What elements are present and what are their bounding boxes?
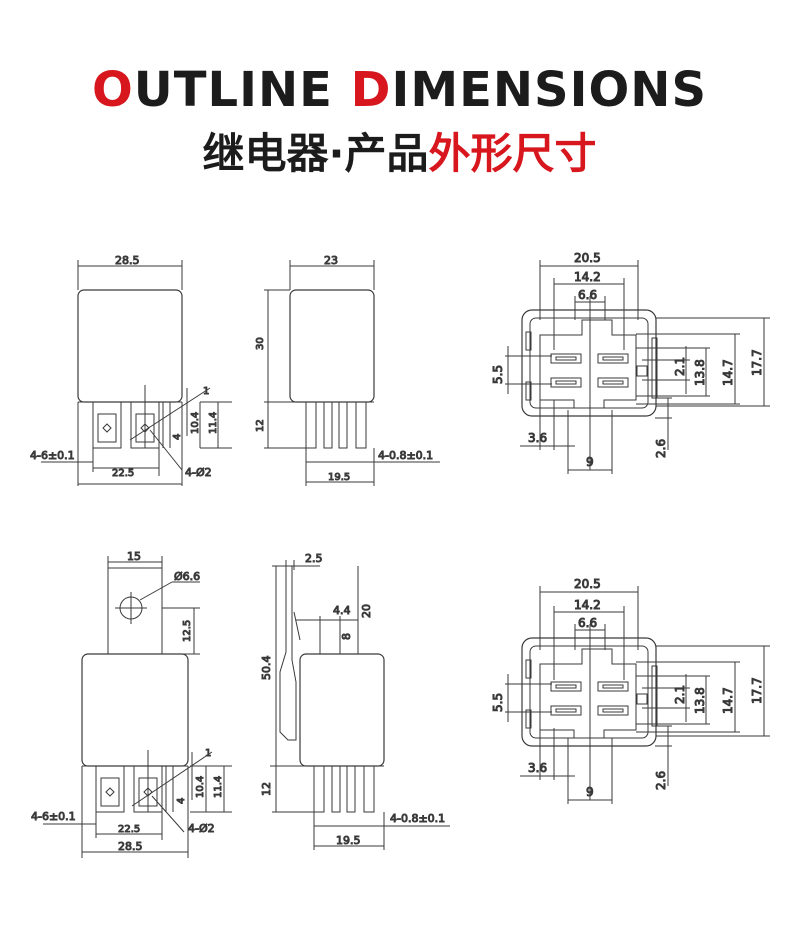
front-view-top bbox=[41, 260, 232, 486]
side-bottom-thk-label: 2.5 bbox=[305, 552, 323, 565]
socket-bottom-h1-label: 5.5 bbox=[491, 693, 505, 712]
side-bottom-total-label: 50.4 bbox=[260, 656, 273, 681]
socket-bottom-w1-label: 20.5 bbox=[574, 577, 601, 591]
side-top-width-label: 23 bbox=[324, 254, 338, 267]
front-top-114-label: 11.4 bbox=[208, 412, 219, 434]
socket-bottom-h2-label: 2.1 bbox=[673, 685, 687, 704]
title-english: OUTLINE DIMENSIONS bbox=[91, 62, 708, 118]
socket-top-d2-label: 9 bbox=[586, 455, 594, 469]
front-bottom-hole-label: Ø6.6 bbox=[174, 570, 200, 583]
front-top-width-label: 28.5 bbox=[115, 254, 140, 267]
socket-top-h3-label: 13.8 bbox=[693, 359, 707, 386]
socket-top-h4-label: 14.7 bbox=[721, 359, 735, 386]
side-bottom-gap-label: 8 bbox=[340, 633, 353, 640]
socket-bottom-h5-label: 17.7 bbox=[750, 677, 764, 704]
socket-bottom-w2-label: 14.2 bbox=[574, 598, 601, 612]
front-bottom-104-label: 10.4 bbox=[195, 776, 206, 798]
title-chinese: 继电器·产品外形尺寸 bbox=[202, 129, 597, 178]
side-top-pintol-label: 4-0.8±0.1 bbox=[378, 449, 433, 462]
side-view-bottom bbox=[270, 560, 450, 850]
side-top-pinlen-label: 12 bbox=[255, 419, 266, 432]
socket-top-w2-label: 14.2 bbox=[574, 270, 601, 284]
front-bottom-tabh-label: 12.5 bbox=[182, 620, 193, 642]
front-top-1-label: 1 bbox=[203, 386, 209, 397]
socket-top-w3-label: 6.6 bbox=[578, 288, 597, 302]
front-top-pitch-label: 22.5 bbox=[112, 468, 134, 479]
socket-bottom-d1-label: 3.6 bbox=[528, 761, 547, 775]
front-top-104-label: 10.4 bbox=[190, 412, 201, 434]
front-bottom-holes-label: 4-Ø2 bbox=[188, 822, 215, 835]
front-bottom-1-label: 1 bbox=[205, 748, 211, 759]
front-top-pin-tol-label: 4-6±0.1 bbox=[30, 449, 75, 462]
side-view-top bbox=[264, 260, 440, 486]
front-top-hole-label: 4-Ø2 bbox=[185, 466, 212, 479]
front-bottom-width-label: 28.5 bbox=[118, 840, 143, 853]
side-bottom-off-label: 4.4 bbox=[333, 604, 351, 617]
side-top-base-label: 19.5 bbox=[328, 472, 350, 483]
side-bottom-base-label: 19.5 bbox=[336, 834, 361, 847]
front-bottom-tabw-label: 15 bbox=[127, 550, 141, 563]
front-bottom-4-label: 4 bbox=[176, 798, 187, 804]
socket-bottom-h4-label: 14.7 bbox=[721, 687, 735, 714]
socket-view-bottom bbox=[505, 586, 770, 804]
socket-view-top bbox=[505, 260, 770, 474]
socket-bottom-h3-label: 13.8 bbox=[693, 687, 707, 714]
front-bottom-pitch-label: 22.5 bbox=[118, 824, 140, 835]
socket-bottom-d3-label: 2.6 bbox=[654, 771, 668, 790]
front-view-bottom bbox=[43, 556, 232, 858]
side-bottom-pinlen-label: 12 bbox=[260, 782, 273, 796]
socket-top-d3-label: 2.6 bbox=[654, 439, 668, 458]
socket-top-h1-label: 5.5 bbox=[491, 365, 505, 384]
front-bottom-pintol-label: 4-6±0.1 bbox=[31, 810, 76, 823]
side-bottom-tabh-label: 20 bbox=[360, 604, 373, 618]
socket-top-w1-label: 20.5 bbox=[574, 251, 601, 265]
side-bottom-pintol-label: 4-0.8±0.1 bbox=[390, 812, 445, 825]
side-top-height-label: 30 bbox=[255, 337, 266, 350]
socket-top-d1-label: 3.6 bbox=[528, 431, 547, 445]
socket-bottom-d2-label: 9 bbox=[586, 785, 594, 799]
socket-top-h2-label: 2.1 bbox=[673, 357, 687, 376]
front-top-4-label: 4 bbox=[172, 434, 183, 440]
front-bottom-114-label: 11.4 bbox=[213, 776, 224, 798]
socket-bottom-w3-label: 6.6 bbox=[578, 616, 597, 630]
socket-top-h5-label: 17.7 bbox=[750, 349, 764, 376]
